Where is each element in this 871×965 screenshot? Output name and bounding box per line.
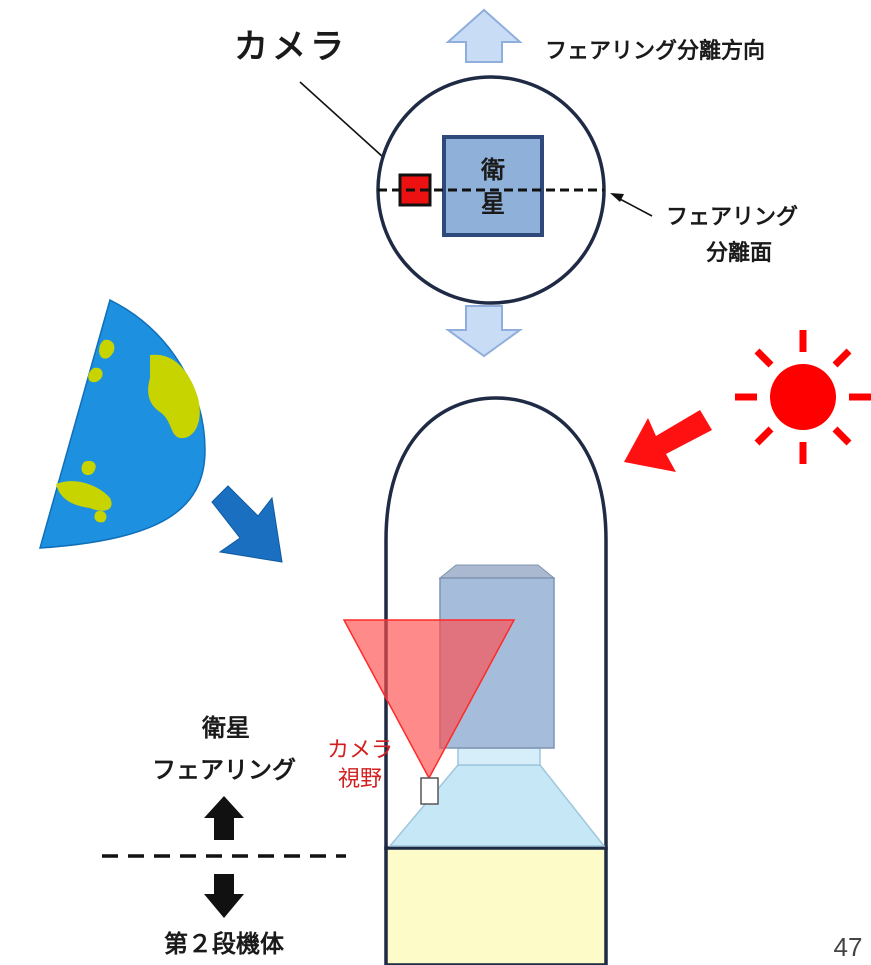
sunlight-direction-arrow	[624, 410, 712, 472]
camera-label: カメラ	[234, 27, 348, 67]
separation-plane-leader	[617, 197, 653, 217]
earth-direction-arrow	[211, 485, 283, 563]
earth-icon	[38, 298, 206, 549]
satellite-label-2: 星	[481, 190, 505, 218]
separation-plane-label-1: フェアリング	[666, 204, 798, 230]
fairing-direction-label: フェアリング分離方向	[545, 38, 765, 64]
second-stage-body	[384, 846, 608, 965]
camera-unit	[420, 777, 439, 805]
down-arrow-icon	[204, 874, 244, 918]
camera-fov-label-2: 視野	[338, 767, 382, 792]
camera-fov-cone	[342, 619, 516, 780]
separation-plane-label-2: 分離面	[706, 240, 772, 266]
lower-section-label: 第２段機体	[164, 930, 285, 958]
separation-direction-arrow	[445, 8, 523, 63]
upper-section-label-2: フェアリング	[152, 756, 296, 784]
page-number: 47	[834, 932, 863, 962]
camera-fov-label-1: カメラ	[327, 738, 393, 763]
satellite-label-1: 衛	[480, 156, 505, 184]
upper-section-label-1: 衛星	[201, 714, 250, 742]
adapter-ring	[457, 747, 541, 766]
up-arrow-icon	[204, 796, 244, 840]
satellite-box	[442, 135, 544, 237]
separation-plane-arrowhead	[610, 193, 624, 202]
satellite-body-top	[438, 564, 556, 579]
sun-icon	[735, 330, 871, 464]
view-transition-arrow	[444, 305, 524, 358]
